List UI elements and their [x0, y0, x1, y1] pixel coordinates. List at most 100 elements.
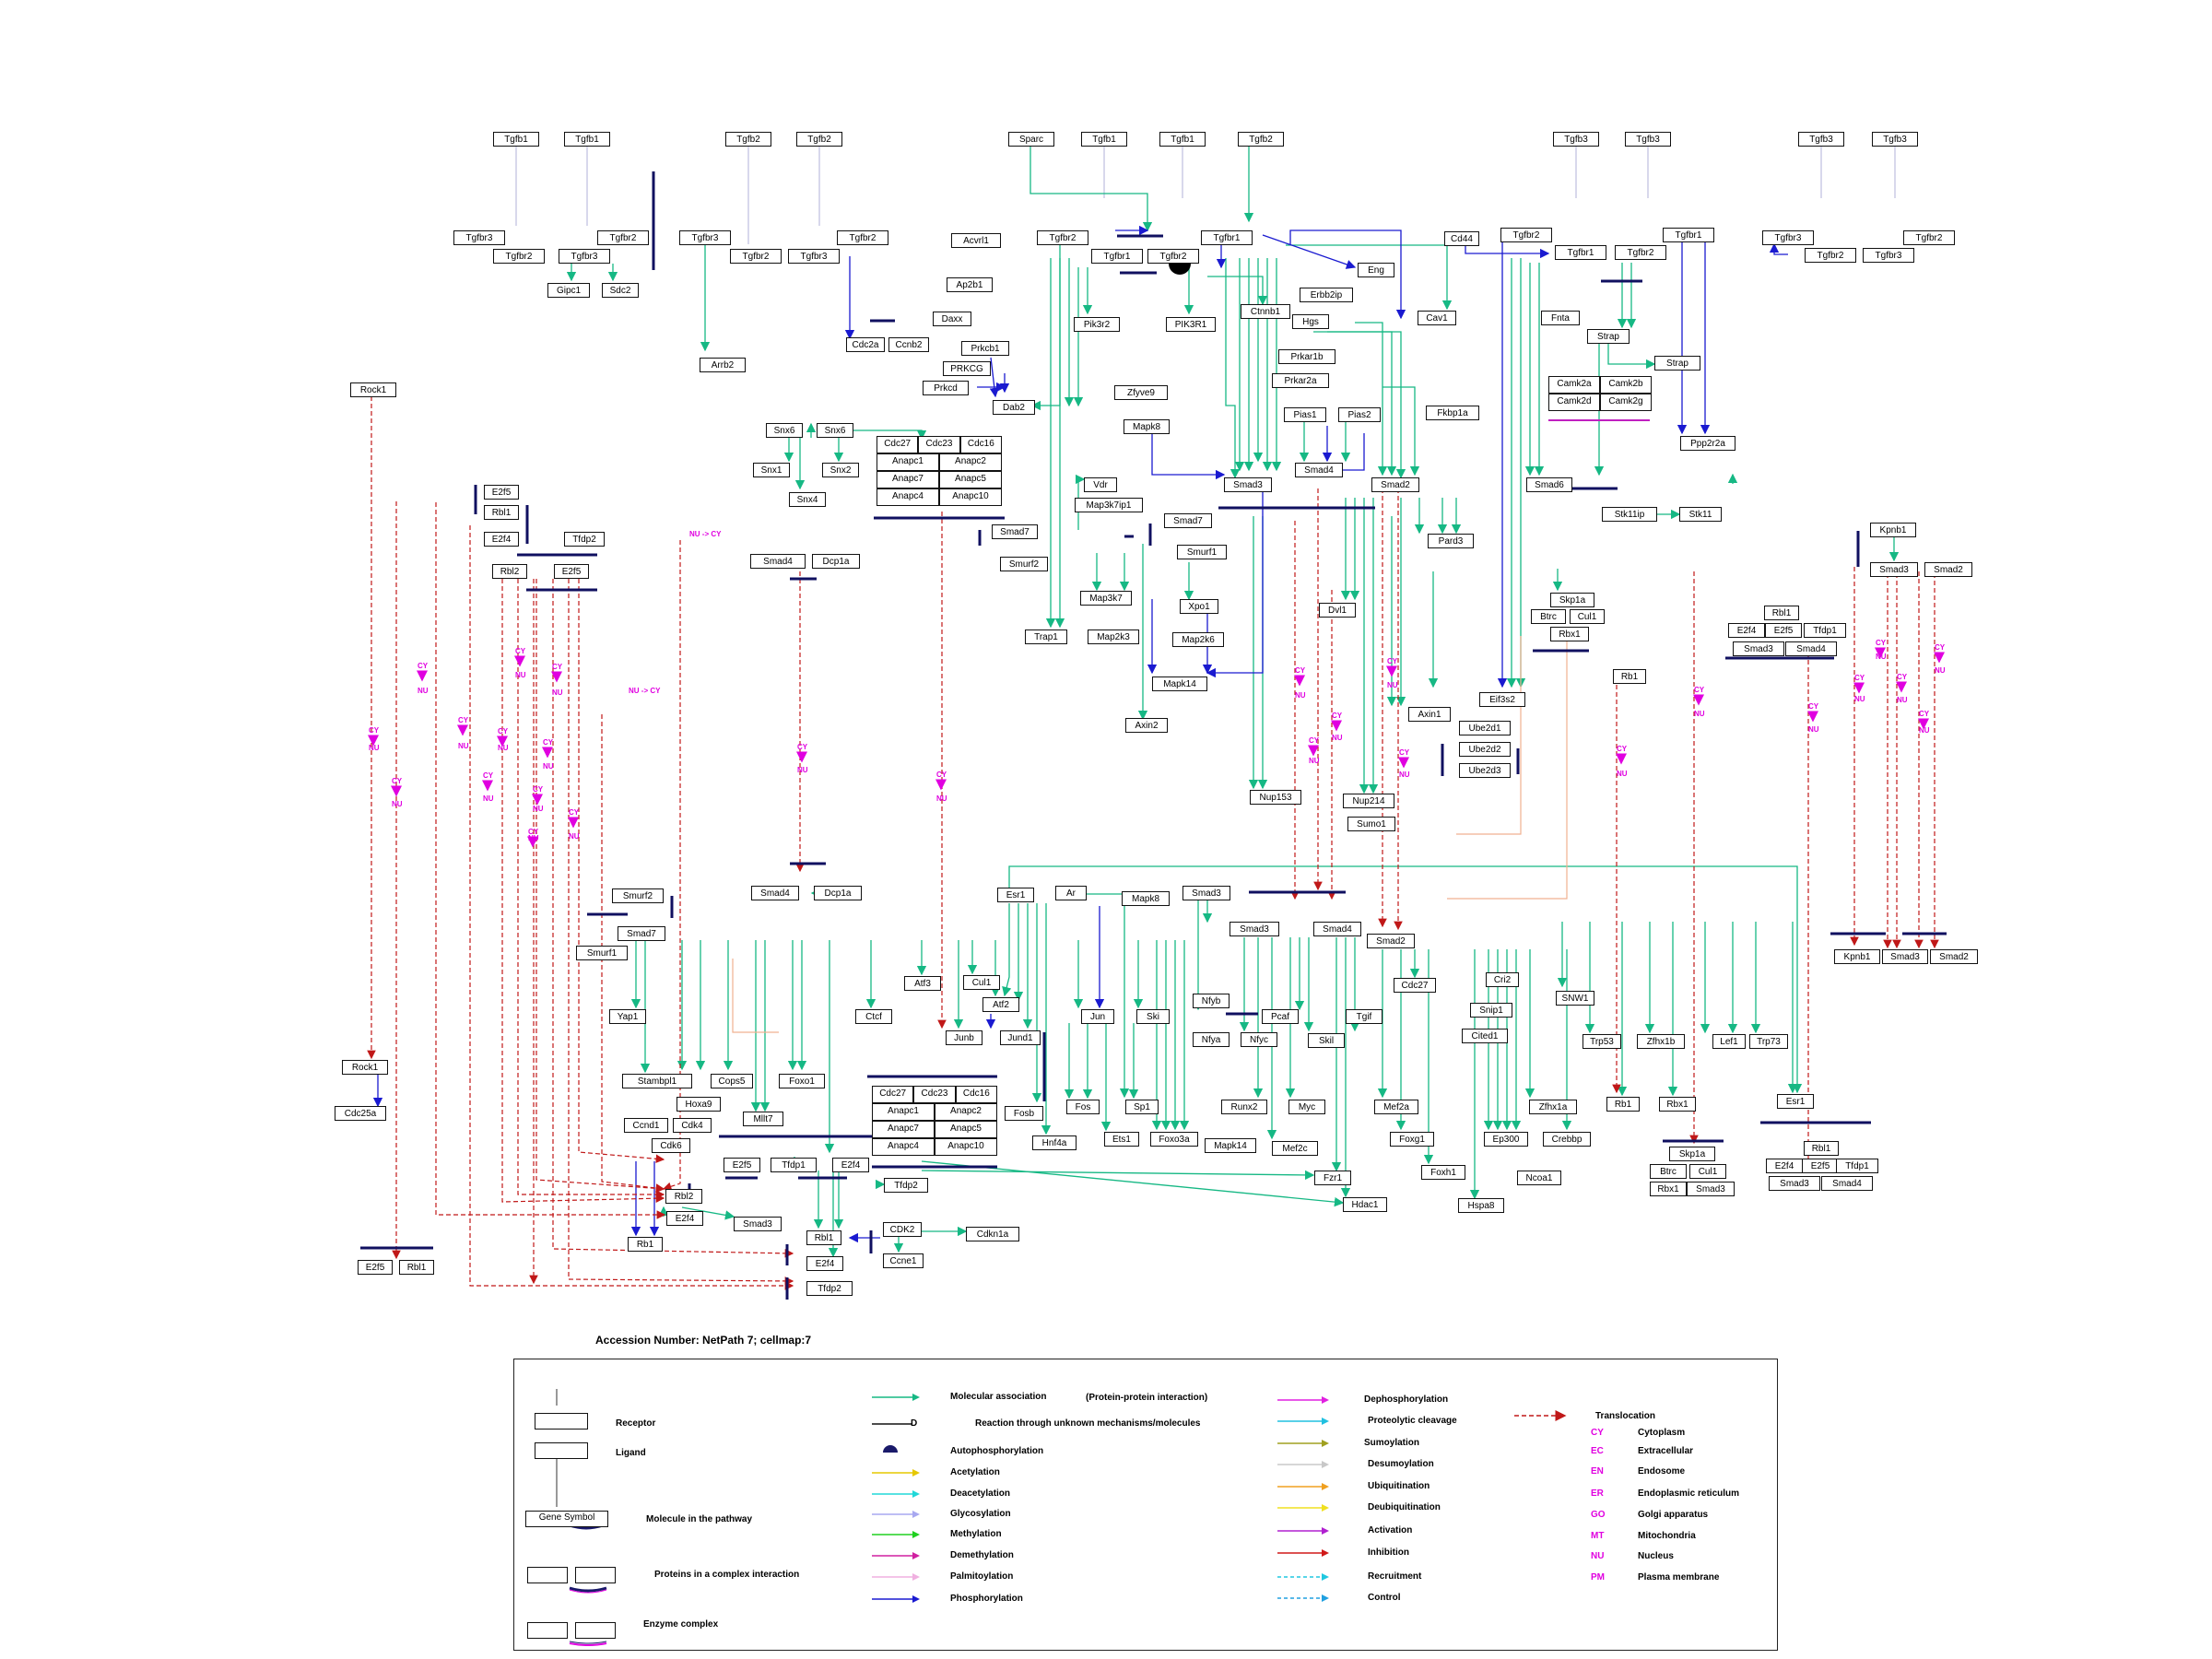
molecule-tgfbr1[interactable]: Tgfbr1 [1555, 245, 1606, 260]
molecule-e2f5[interactable]: E2f5 [554, 564, 589, 579]
molecule-pias2[interactable]: Pias2 [1338, 407, 1381, 422]
complex-member-anapc1[interactable]: Anapc1 [872, 1103, 935, 1121]
molecule-eng[interactable]: Eng [1358, 263, 1394, 277]
molecule-tgfbr3[interactable]: Tgfbr3 [788, 249, 840, 264]
molecule-rbl2[interactable]: Rbl2 [492, 564, 527, 579]
molecule-gipc1[interactable]: Gipc1 [547, 283, 590, 298]
molecule-zfhx1a[interactable]: Zfhx1a [1529, 1100, 1577, 1114]
molecule-pard3[interactable]: Pard3 [1428, 534, 1474, 548]
molecule-kpnb1[interactable]: Kpnb1 [1834, 949, 1880, 964]
molecule-ctnnb1[interactable]: Ctnnb1 [1241, 304, 1290, 319]
molecule-trp73[interactable]: Trp73 [1749, 1034, 1788, 1049]
molecule-dcp1a[interactable]: Dcp1a [812, 554, 860, 569]
molecule-e2f4[interactable]: E2f4 [1728, 623, 1765, 638]
molecule-ube2d3[interactable]: Ube2d3 [1459, 763, 1511, 778]
molecule-foxo1[interactable]: Foxo1 [779, 1074, 825, 1088]
molecule-crebbp[interactable]: Crebbp [1543, 1132, 1591, 1147]
molecule-tgfb1[interactable]: Tgfb1 [1081, 132, 1127, 147]
molecule-dcp1a[interactable]: Dcp1a [814, 886, 862, 900]
molecule-e2f5[interactable]: E2f5 [484, 485, 519, 500]
molecule-rock1[interactable]: Rock1 [350, 382, 396, 397]
molecule-vdr[interactable]: Vdr [1084, 477, 1117, 492]
molecule-tgfb2[interactable]: Tgfb2 [796, 132, 842, 147]
molecule-snip1[interactable]: Snip1 [1470, 1003, 1512, 1018]
molecule-tgfbr2[interactable]: Tgfbr2 [837, 230, 888, 245]
molecule-cri2[interactable]: Cri2 [1486, 972, 1519, 987]
molecule-rbl1[interactable]: Rbl1 [1804, 1141, 1839, 1156]
molecule-snx6[interactable]: Snx6 [766, 423, 803, 438]
molecule-hdac1[interactable]: Hdac1 [1343, 1197, 1387, 1212]
complex-member-camk2b[interactable]: Camk2b [1600, 376, 1652, 394]
molecule-yap1[interactable]: Yap1 [609, 1009, 646, 1024]
molecule-cav1[interactable]: Cav1 [1418, 311, 1456, 325]
molecule-lef1[interactable]: Lef1 [1712, 1034, 1746, 1049]
molecule-esr1[interactable]: Esr1 [997, 888, 1034, 902]
molecule-tgfbr2[interactable]: Tgfbr2 [1903, 230, 1955, 245]
molecule-e2f4[interactable]: E2f4 [806, 1256, 843, 1271]
molecule-tgfbr2[interactable]: Tgfbr2 [493, 249, 545, 264]
complex-member-anapc5[interactable]: Anapc5 [935, 1121, 997, 1138]
molecule-prkcb1[interactable]: Prkcb1 [961, 341, 1009, 356]
molecule-mef2a[interactable]: Mef2a [1374, 1100, 1418, 1114]
molecule-sumo1[interactable]: Sumo1 [1347, 817, 1395, 831]
molecule-smurf1[interactable]: Smurf1 [576, 946, 628, 960]
complex-member-cdc27[interactable]: Cdc27 [877, 436, 919, 453]
molecule-myc[interactable]: Myc [1288, 1100, 1325, 1114]
molecule-ccne1[interactable]: Ccne1 [883, 1253, 924, 1268]
complex-member-camk2d[interactable]: Camk2d [1548, 394, 1600, 411]
molecule-nup153[interactable]: Nup153 [1250, 790, 1301, 805]
molecule-tgfbr2[interactable]: Tgfbr2 [1037, 230, 1088, 245]
molecule-tgfbr2[interactable]: Tgfbr2 [1147, 249, 1199, 264]
molecule-mllt7[interactable]: Mllt7 [743, 1112, 783, 1126]
molecule-pcaf[interactable]: Pcaf [1262, 1009, 1299, 1024]
molecule-fos[interactable]: Fos [1066, 1100, 1100, 1114]
molecule-dvl1[interactable]: Dvl1 [1319, 603, 1356, 618]
molecule-ep300[interactable]: Ep300 [1484, 1132, 1528, 1147]
molecule-ccnb2[interactable]: Ccnb2 [888, 337, 929, 352]
molecule-tgfbr3[interactable]: Tgfbr3 [453, 230, 505, 245]
molecule-tgfb1[interactable]: Tgfb1 [493, 132, 539, 147]
molecule-xpo1[interactable]: Xpo1 [1180, 599, 1218, 614]
complex-member-cdc27[interactable]: Cdc27 [872, 1086, 914, 1103]
molecule-tfdp2[interactable]: Tfdp2 [884, 1178, 928, 1193]
molecule-ccnd1[interactable]: Ccnd1 [624, 1118, 668, 1133]
molecule-smad3[interactable]: Smad3 [1687, 1182, 1735, 1196]
molecule-axin2[interactable]: Axin2 [1125, 718, 1168, 733]
molecule-rbl1[interactable]: Rbl1 [1764, 606, 1799, 620]
molecule-pias1[interactable]: Pias1 [1284, 407, 1326, 422]
molecule-dab2[interactable]: Dab2 [993, 400, 1035, 415]
complex-member-cdc23[interactable]: Cdc23 [913, 1086, 956, 1103]
molecule-snw1[interactable]: SNW1 [1556, 991, 1594, 1006]
molecule-cdk4[interactable]: Cdk4 [673, 1118, 712, 1133]
molecule-e2f4[interactable]: E2f4 [666, 1211, 703, 1226]
molecule-smad2[interactable]: Smad2 [1367, 934, 1415, 948]
molecule-rbl1[interactable]: Rbl1 [806, 1230, 841, 1245]
molecule-tgfbr1[interactable]: Tgfbr1 [1091, 249, 1143, 264]
molecule-smad4[interactable]: Smad4 [1785, 641, 1837, 656]
molecule-cdk6[interactable]: Cdk6 [652, 1138, 690, 1153]
molecule-stambpl1[interactable]: Stambpl1 [622, 1074, 692, 1088]
molecule-smad3[interactable]: Smad3 [1224, 477, 1272, 492]
molecule-rb1[interactable]: Rb1 [628, 1237, 663, 1252]
molecule-mef2c[interactable]: Mef2c [1272, 1141, 1318, 1156]
molecule-prkcg[interactable]: PRKCG [943, 361, 991, 376]
molecule-e2f4[interactable]: E2f4 [484, 532, 519, 547]
molecule-hgs[interactable]: Hgs [1292, 314, 1329, 329]
molecule-mapk14[interactable]: Mapk14 [1205, 1138, 1256, 1153]
molecule-cul1[interactable]: Cul1 [1689, 1164, 1726, 1179]
molecule-rbl1[interactable]: Rbl1 [399, 1260, 434, 1275]
molecule-e2f5[interactable]: E2f5 [1802, 1159, 1839, 1173]
molecule-fosb[interactable]: Fosb [1005, 1106, 1043, 1121]
complex-member-cdc23[interactable]: Cdc23 [918, 436, 960, 453]
molecule-cops5[interactable]: Cops5 [711, 1074, 753, 1088]
molecule-tgfbr3[interactable]: Tgfbr3 [679, 230, 731, 245]
molecule-e2f5[interactable]: E2f5 [724, 1158, 760, 1172]
molecule-smad7[interactable]: Smad7 [618, 926, 665, 941]
molecule-foxo3a[interactable]: Foxo3a [1150, 1132, 1198, 1147]
molecule-tgfbr2[interactable]: Tgfbr2 [1615, 245, 1666, 260]
molecule-cdk2[interactable]: CDK2 [883, 1222, 922, 1237]
molecule-smurf1[interactable]: Smurf1 [1177, 545, 1227, 559]
molecule-nfya[interactable]: Nfya [1193, 1032, 1230, 1047]
molecule-sparc[interactable]: Sparc [1008, 132, 1054, 147]
molecule-atf3[interactable]: Atf3 [904, 976, 941, 991]
